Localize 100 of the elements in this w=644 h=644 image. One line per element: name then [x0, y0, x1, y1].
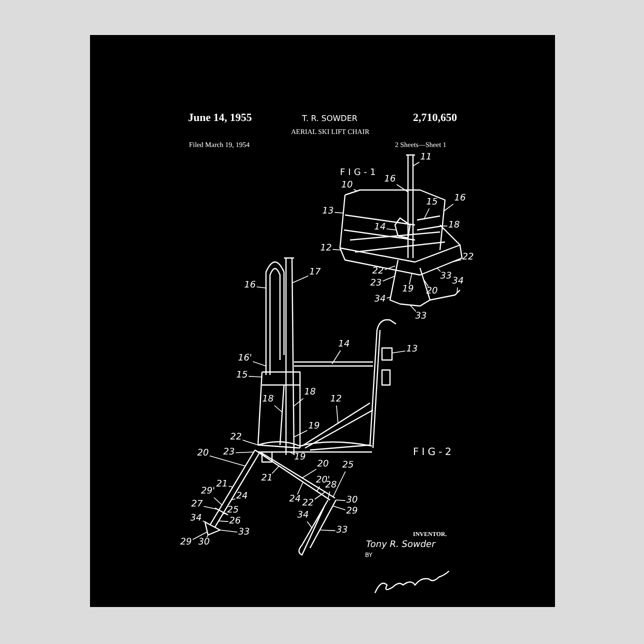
leader-line	[242, 440, 258, 446]
callout-number: 19	[294, 454, 306, 462]
leader-line	[290, 452, 294, 454]
callout-number: 23	[223, 448, 235, 458]
leader-line	[328, 491, 330, 500]
leader-line	[294, 398, 304, 406]
leader-line	[444, 204, 454, 212]
leader-line	[382, 276, 396, 282]
leader-line	[235, 452, 254, 454]
callout-number: 33	[238, 528, 250, 538]
leader-line	[203, 506, 216, 510]
leader-line	[436, 268, 441, 272]
callout-number: 14	[338, 340, 350, 350]
callout-number: 23	[370, 280, 382, 288]
callout-number: 20	[197, 450, 209, 458]
leader-line	[252, 361, 266, 366]
callout-number: 24	[236, 492, 248, 502]
callout-number: 22	[230, 434, 242, 442]
callout-number: 33	[415, 312, 427, 322]
callout-number: 29	[180, 538, 192, 548]
leader-line	[332, 506, 346, 510]
callout-number: 19	[308, 422, 320, 432]
leader-line	[214, 497, 222, 506]
leader-line	[410, 304, 416, 312]
callout-number: 16	[244, 282, 256, 290]
callout-number: 34	[297, 512, 309, 520]
leader-line	[336, 500, 346, 501]
leader-line	[386, 228, 396, 230]
callout-number: 27	[191, 500, 203, 510]
leader-line	[384, 266, 396, 270]
callout-number: 13	[322, 208, 334, 216]
callout-number: 16'	[238, 354, 252, 364]
leader-line	[209, 456, 246, 466]
leader-line	[392, 350, 406, 354]
callout-number: 34	[190, 514, 202, 524]
callout-number: 17	[309, 268, 321, 278]
leader-line	[292, 276, 309, 284]
callout-number: 22	[462, 254, 474, 262]
leader-line	[297, 482, 304, 495]
callout-number: 25	[227, 506, 239, 516]
callout-number: 18	[448, 222, 460, 230]
callout-number: 10	[341, 182, 353, 190]
callout-number: 30	[346, 496, 358, 506]
leader-line	[220, 530, 238, 533]
leader-line	[424, 208, 430, 220]
patent-number: 2,710,650	[413, 112, 457, 124]
leader-line	[452, 259, 462, 262]
callout-number: 13	[406, 346, 418, 354]
leader-line	[248, 376, 262, 378]
leader-line	[336, 405, 338, 424]
heading-date: June 14, 1955	[188, 112, 252, 124]
leader-line	[230, 498, 236, 500]
callout-number: 33	[336, 526, 348, 536]
leader-line	[408, 272, 412, 285]
callout-number: 18	[262, 396, 274, 404]
callout-number: 12	[320, 244, 332, 254]
callout-number: 16	[384, 176, 396, 184]
callout-number: 11	[420, 154, 432, 162]
callout-number: 34	[452, 278, 464, 286]
leader-line	[386, 296, 392, 299]
callout-number: 29'	[201, 488, 215, 496]
leader-line	[396, 184, 408, 192]
leader-line	[306, 521, 312, 528]
leader-line	[332, 350, 341, 364]
leader-line	[332, 249, 342, 250]
leader-line	[192, 532, 208, 540]
inventor-name: T. R. SOWDER	[302, 114, 358, 123]
callout-number: 21	[216, 480, 228, 490]
inventor-name: Tony R. Sowder	[366, 540, 436, 550]
leader-line	[334, 212, 344, 214]
callout-number: 24	[289, 496, 301, 504]
leader-line	[302, 468, 317, 478]
callout-number: 25	[342, 462, 354, 470]
callout-number: 15	[236, 372, 248, 380]
leader-line	[274, 405, 282, 412]
callout-number: 21	[261, 474, 273, 484]
callout-number: 18	[304, 388, 316, 398]
callout-number: 34	[374, 296, 386, 304]
leader-line	[412, 162, 420, 166]
leader-line	[320, 530, 336, 532]
leader-line	[316, 486, 320, 492]
figure-label: FIG-1	[340, 168, 379, 178]
callout-number: 22	[302, 500, 314, 508]
callout-number: 30	[198, 538, 210, 548]
leader-line	[202, 520, 206, 522]
leader-line	[206, 534, 208, 538]
figure-label: FIG-2	[413, 447, 454, 458]
callout-number: 15	[426, 198, 438, 208]
leader-line	[456, 287, 458, 294]
callout-number: 20	[317, 460, 329, 470]
leader-line	[256, 286, 266, 288]
callout-number: 12	[330, 396, 342, 404]
callout-number: 26	[229, 518, 241, 526]
leader-line	[294, 430, 308, 438]
callout-number: 33	[440, 272, 452, 282]
callout-number: 19	[402, 286, 414, 294]
leader-line	[222, 512, 227, 514]
leader-line	[272, 466, 280, 474]
leader-line	[424, 280, 429, 287]
leader-line	[353, 188, 358, 192]
